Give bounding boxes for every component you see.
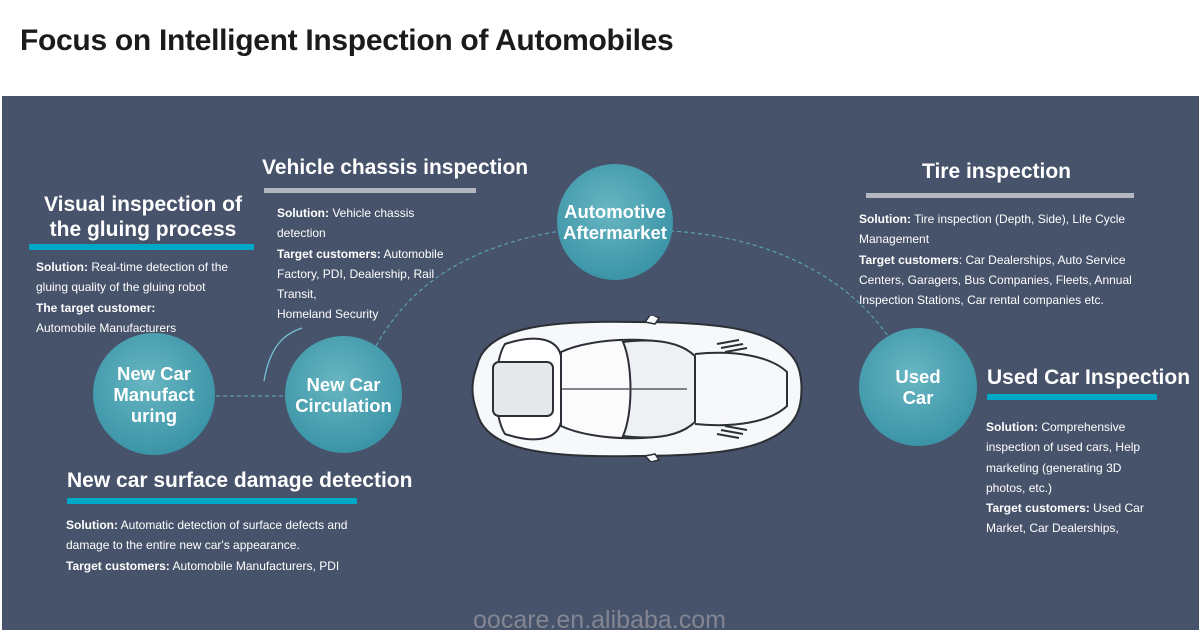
tire-target-label: Target customers xyxy=(859,252,959,267)
gluing-solution-label: Solution: xyxy=(36,260,88,274)
connector-lines xyxy=(216,230,889,397)
diagram-panel: Visual inspection of the gluing process … xyxy=(2,96,1199,630)
gluing-description: Solution: Real-time detection of the glu… xyxy=(36,257,248,338)
car-hood xyxy=(694,351,788,427)
gluing-title-bar xyxy=(29,244,254,250)
chassis-solution-text: Vehicle chassis detection xyxy=(277,206,415,241)
tire-solution-label: Solution: xyxy=(859,212,911,226)
gluing-solution-text: Real-time detection of the gluing qualit… xyxy=(36,260,229,295)
tire-title: Tire inspection xyxy=(922,160,1071,183)
chassis-target-label: Target customers: xyxy=(277,246,381,261)
used-solution-text: Comprehensive inspection of used cars, H… xyxy=(986,420,1141,495)
circle-used-car: Used Car xyxy=(859,328,977,446)
connector-aftermarket-usedcar xyxy=(669,230,889,337)
circle-aftermarket-line1: Automotive xyxy=(564,201,666,222)
gluing-title: Visual inspection of the gluing process xyxy=(43,192,243,242)
car-mirror-bottom xyxy=(643,453,661,462)
tire-description: Solution: Tire inspection (Depth, Side),… xyxy=(859,209,1144,310)
surface-title-bar xyxy=(67,498,357,504)
chassis-description: Solution: Vehicle chassis detection Targ… xyxy=(277,203,455,325)
surface-description: Solution: Automatic detection of surface… xyxy=(66,515,366,576)
circle-used-line2: Car xyxy=(902,387,934,408)
car-top-view-image xyxy=(471,316,803,462)
surface-title: New car surface damage detection xyxy=(67,469,413,492)
used-description: Solution: Comprehensive inspection of us… xyxy=(986,417,1156,539)
surface-solution-text: Automatic detection of surface defects a… xyxy=(66,518,348,553)
car-vent-bottom xyxy=(716,425,748,439)
circle-automotive-aftermarket: Automotive Aftermarket xyxy=(557,164,673,280)
car-rear-window xyxy=(492,361,554,417)
used-title-bar xyxy=(987,394,1157,400)
surface-target-text: Automobile Manufacturers, PDI xyxy=(169,558,340,573)
chassis-solution-label: Solution: xyxy=(277,206,329,220)
chassis-title-bar xyxy=(264,188,476,193)
circle-used-line1: Used xyxy=(895,366,941,387)
used-title: Used Car Inspection xyxy=(987,366,1191,389)
used-target-text: Used Car Market, Car Dealerships, xyxy=(986,501,1144,536)
car-vent-top xyxy=(716,339,748,353)
circle-circulation-line2: Circulation xyxy=(295,394,392,416)
circle-manufacturing-line2: Manufact xyxy=(113,383,195,405)
connector-circulation-aftermarket xyxy=(375,230,561,347)
used-target-label: Target customers: xyxy=(986,501,1090,516)
gluing-title-line1: Visual inspection of xyxy=(44,193,242,216)
circle-new-car-circulation: New Car Circulation xyxy=(285,336,402,453)
connector-circulation-top xyxy=(263,327,303,382)
watermark: oocare.en.alibaba.com xyxy=(473,606,726,634)
gluing-target-text: Automobile Manufacturers xyxy=(36,320,177,335)
surface-solution-label: Solution: xyxy=(66,518,118,532)
circle-new-car-manufacturing: New Car Manufact uring xyxy=(93,333,215,455)
circle-manufacturing-line1: New Car xyxy=(116,362,191,384)
circle-manufacturing-line3: uring xyxy=(130,404,178,426)
chassis-target-text: Automobile Factory, PDI, Dealership, Rai… xyxy=(277,246,444,302)
car-mirror-top xyxy=(643,316,661,325)
surface-target-label: Target customers: xyxy=(66,558,170,573)
circle-circulation-line1: New Car xyxy=(306,373,381,395)
chassis-title: Vehicle chassis inspection xyxy=(262,156,529,179)
used-solution-label: Solution: xyxy=(986,420,1038,434)
tire-solution-text: Tire inspection (Depth, Side), Life Cycl… xyxy=(859,212,1126,247)
circle-aftermarket-line2: Aftermarket xyxy=(563,222,667,243)
chassis-target-text-2: Homeland Security xyxy=(277,307,379,322)
gluing-title-line2: the gluing process xyxy=(49,218,237,241)
tire-title-bar xyxy=(866,193,1134,198)
tire-target-text: : Car Dealerships, Auto Service Centers,… xyxy=(859,252,1132,308)
page-title: Focus on Intelligent Inspection of Autom… xyxy=(20,24,674,57)
gluing-target-label: The target customer: xyxy=(36,300,156,315)
